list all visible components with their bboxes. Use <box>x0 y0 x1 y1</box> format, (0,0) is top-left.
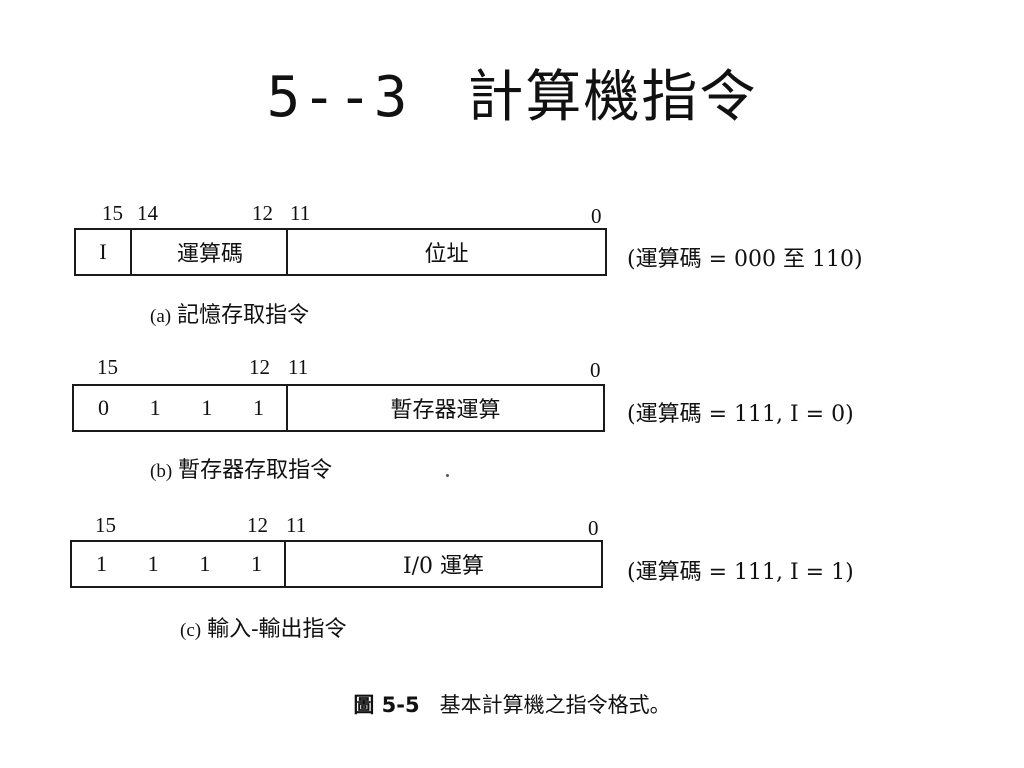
register-operation-field: 暫存器運算 <box>286 386 603 430</box>
figure-caption: 圖 5-5 基本計算機之指令格式。 <box>0 692 1024 718</box>
format-caption: (c)輸入-輸出指令 <box>180 617 347 644</box>
opcode-note: (運算碼 = 000 至 110) <box>627 247 863 272</box>
bit-label-12: 12 <box>247 513 268 537</box>
bit-label-11: 11 <box>290 201 311 225</box>
bit-label-11: 11 <box>286 513 307 537</box>
bit-value: 1 <box>199 551 211 576</box>
bit-label-0: 0 <box>590 358 601 382</box>
caption-tag: (b) <box>150 461 173 482</box>
opcode-field: 運算碼 <box>130 230 288 274</box>
bit-value: 1 <box>201 395 213 420</box>
caption-text: 輸入-輸出指令 <box>207 617 347 642</box>
opcode-note: (運算碼 = 111, I = 1) <box>627 560 854 585</box>
bit-label-15: 15 <box>95 513 116 537</box>
format-caption: (a)記憶存取指令 <box>150 303 309 330</box>
figure-number: 圖 5-5 <box>353 693 420 717</box>
bit-label-14: 14 <box>137 201 158 225</box>
slide-title: 5--3 計算機指令 <box>266 65 758 130</box>
caption-text: 記憶存取指令 <box>177 303 310 328</box>
bit-label-0: 0 <box>588 516 599 540</box>
io-operation-field: I/0 運算 <box>284 542 601 586</box>
bit-value: 1 <box>252 395 264 420</box>
bit-label-15: 15 <box>102 201 123 225</box>
opcode-bits: 1 1 1 1 <box>72 542 284 586</box>
format-caption: (b)暫存器存取指令 <box>150 458 332 485</box>
instruction-word-box: I 運算碼 位址 <box>74 228 607 276</box>
bit-label-15: 15 <box>97 355 118 379</box>
bit-value: 1 <box>147 551 159 576</box>
instruction-word-box: 1 1 1 1 I/0 運算 <box>70 540 603 588</box>
bit-label-12: 12 <box>249 355 270 379</box>
opcode-note: (運算碼 = 111, I = 0) <box>627 402 854 427</box>
scan-speck <box>446 474 449 477</box>
caption-text: 暫存器存取指令 <box>178 458 333 483</box>
bit-value: 0 <box>98 395 109 420</box>
bit-label-12: 12 <box>252 201 273 225</box>
bit-label-11: 11 <box>288 355 309 379</box>
bit-label-0: 0 <box>591 204 602 228</box>
bit-value: 1 <box>149 395 161 420</box>
opcode-bits: 0 1 1 1 <box>74 386 286 430</box>
instruction-word-box: 0 1 1 1 暫存器運算 <box>72 384 605 432</box>
figure-caption-text: 基本計算機之指令格式。 <box>439 693 671 717</box>
address-field: 位址 <box>286 230 605 274</box>
bit-value: 1 <box>250 551 262 576</box>
caption-tag: (a) <box>150 306 172 327</box>
indirect-bit-field: I <box>99 239 107 264</box>
bit-value: 1 <box>96 551 107 576</box>
caption-tag: (c) <box>180 620 202 641</box>
